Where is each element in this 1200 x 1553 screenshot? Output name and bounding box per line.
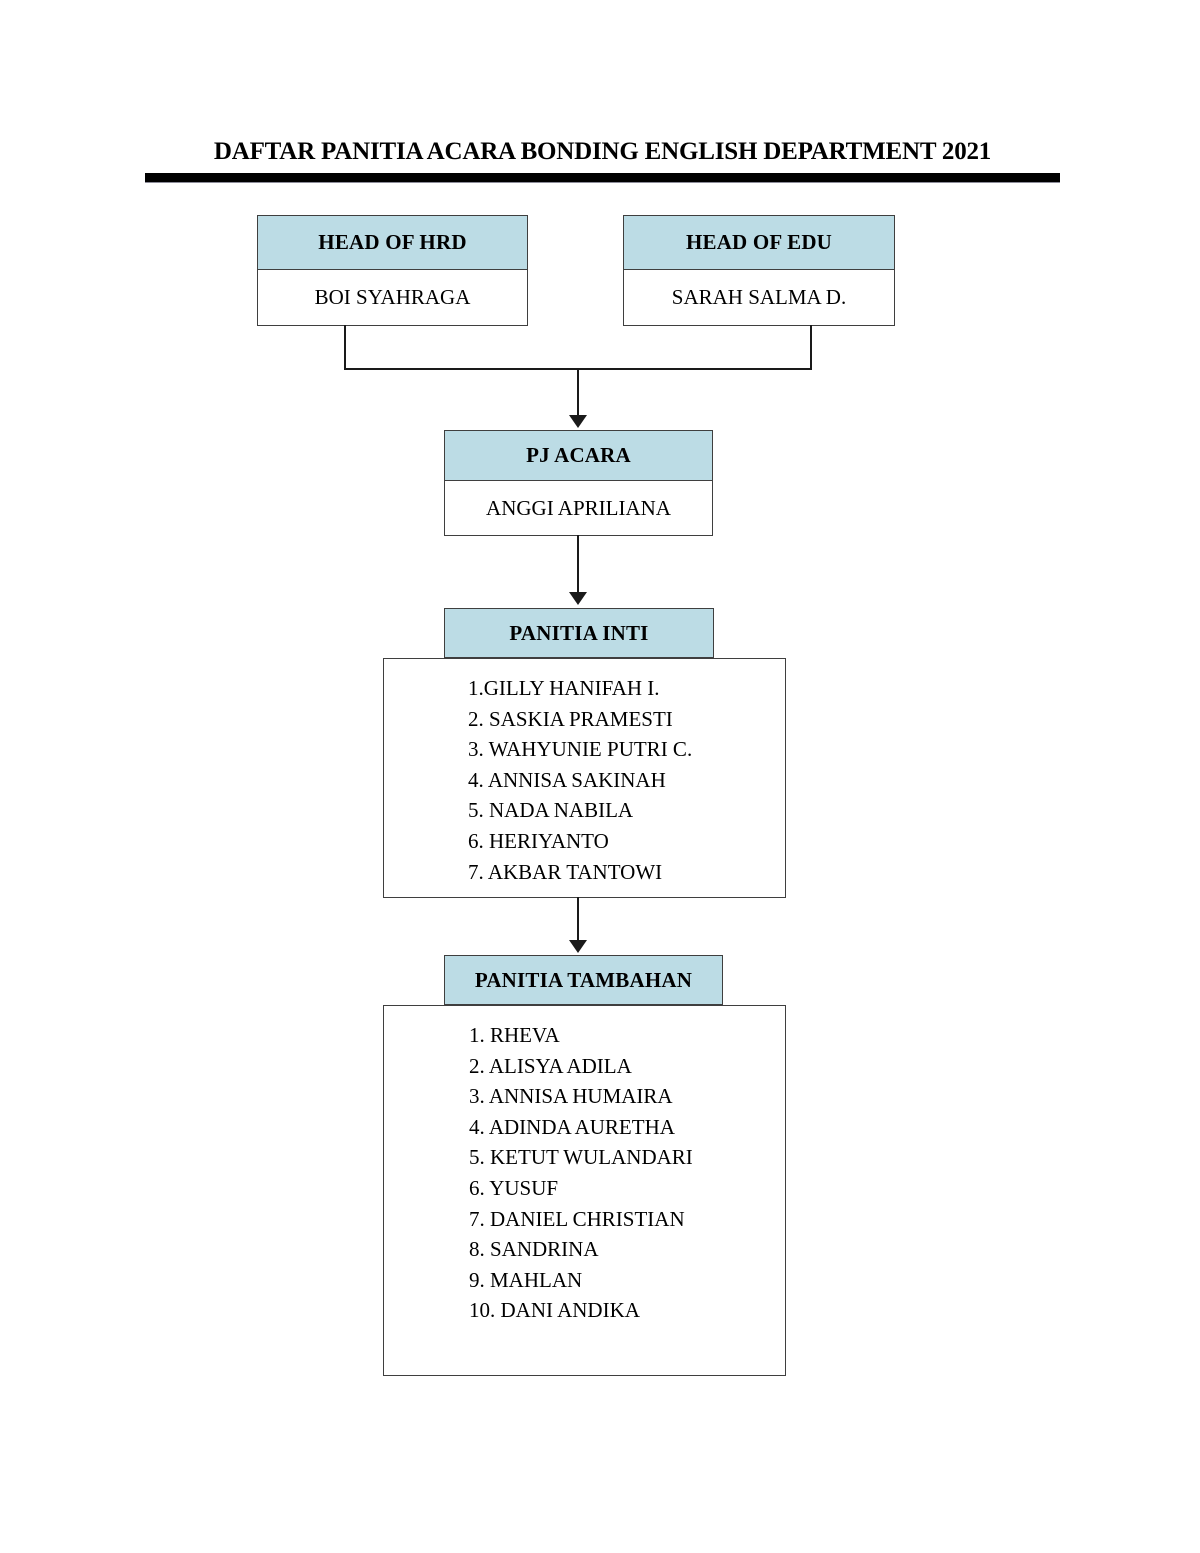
connector-edu-drop <box>810 325 812 370</box>
node-pj-acara[interactable]: PJ ACARA ANGGI APRILIANA <box>444 430 713 536</box>
list-item: 9. MAHLAN <box>469 1267 583 1292</box>
node-head-of-edu-header: HEAD OF EDU <box>623 215 895 270</box>
list-item: 5. NADA NABILA <box>468 798 634 823</box>
node-panitia-inti-list: 1.GILLY HANIFAH I. 2. SASKIA PRAMESTI 3. W… <box>383 658 786 898</box>
node-pj-acara-header: PJ ACARA <box>444 430 713 481</box>
list-item: 5. KETUT WULANDARI <box>469 1145 693 1170</box>
list-item: 6. YUSUF <box>469 1175 559 1200</box>
panitia-tambahan-member-list: 1. RHEVA 2. ALISYA ADILA 3. ANNISA HUMAIRA… <box>384 1006 785 1326</box>
panitia-inti-member-list: 1.GILLY HANIFAH I. 2. SASKIA PRAMESTI 3. W… <box>384 659 785 887</box>
title-block: DAFTAR PANITIA ACARA BONDING ENGLISH DEP… <box>145 138 1060 183</box>
node-head-of-edu-name: SARAH SALMA D. <box>623 270 895 326</box>
page-title: DAFTAR PANITIA ACARA BONDING ENGLISH DEP… <box>213 138 992 165</box>
list-item: 1. RHEVA <box>469 1023 560 1047</box>
list-item: 6. HERIYANTO <box>468 828 609 853</box>
list-item: 4. ANNISA SAKINAH <box>468 767 666 792</box>
list-item: 7. AKBAR TANTOWI <box>468 859 663 884</box>
connector-hrd-drop <box>344 325 346 370</box>
node-panitia-inti-header[interactable]: PANITIA INTI <box>444 608 714 658</box>
list-item: 2. ALISYA ADILA <box>469 1053 632 1078</box>
node-panitia-tambahan-header[interactable]: PANITIA TAMBAHAN <box>444 955 723 1005</box>
arrowhead-to-panitia-tambahan-icon <box>569 940 587 953</box>
list-item: 8. SANDRINA <box>469 1237 599 1262</box>
list-item: 7. DANIEL CHRISTIAN <box>469 1206 685 1231</box>
list-item: 3. WAHYUNIE PUTRI C. <box>468 737 693 762</box>
node-panitia-tambahan-list: 1. RHEVA 2. ALISYA ADILA 3. ANNISA HUMAIRA… <box>383 1005 786 1376</box>
list-item: 10. DANI ANDIKA <box>469 1298 640 1323</box>
arrowhead-to-panitia-inti-icon <box>569 592 587 605</box>
list-item: 3. ANNISA HUMAIRA <box>469 1084 673 1109</box>
node-pj-acara-name: ANGGI APRILIANA <box>444 481 713 536</box>
connector-pj-acara-to-panitia-inti <box>577 535 579 593</box>
arrowhead-to-pj-acara-icon <box>569 415 587 428</box>
node-head-of-hrd-name: BOI SYAHRAGA <box>257 270 528 326</box>
node-head-of-hrd-header: HEAD OF HRD <box>257 215 528 270</box>
node-head-of-edu[interactable]: HEAD OF EDU SARAH SALMA D. <box>623 215 895 326</box>
list-item: 4. ADINDA AURETHA <box>469 1114 675 1139</box>
connector-bus-to-pj-acara <box>577 368 579 416</box>
list-item: 2. SASKIA PRAMESTI <box>468 706 673 731</box>
connector-panitia-inti-to-tambahan <box>577 897 579 941</box>
list-item: 1.GILLY HANIFAH I. <box>468 676 660 700</box>
node-head-of-hrd[interactable]: HEAD OF HRD BOI SYAHRAGA <box>257 215 528 326</box>
title-underline-rule <box>145 172 1060 183</box>
